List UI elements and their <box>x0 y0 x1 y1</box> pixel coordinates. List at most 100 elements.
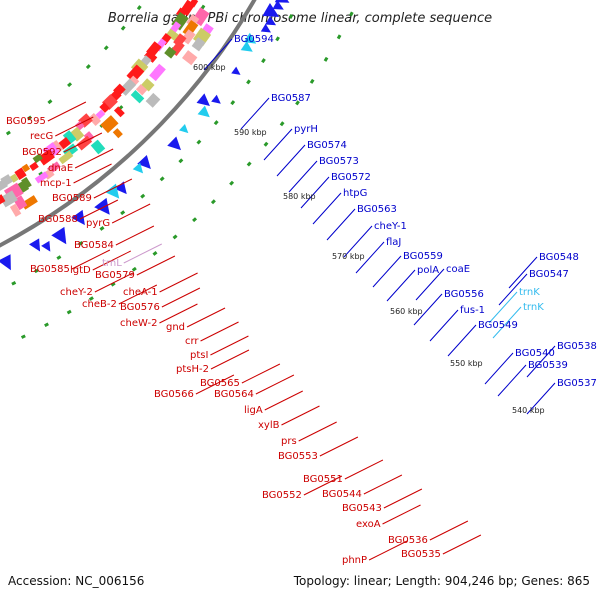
gene-label[interactable]: cheB-2 <box>82 299 117 310</box>
forward-feature <box>130 89 145 104</box>
gene-label[interactable]: phnP <box>342 555 367 566</box>
forward-feature <box>34 171 49 184</box>
gene-label[interactable]: BG0539 <box>528 360 568 371</box>
leader-line <box>159 272 198 293</box>
gene-label[interactable]: fus-1 <box>460 305 485 316</box>
gene-label[interactable]: crr <box>185 336 199 347</box>
tick-label: 600 kbp <box>193 63 226 72</box>
leader-line <box>210 349 250 370</box>
gene-label[interactable]: BG0565 <box>200 378 240 389</box>
gene-label[interactable]: BG0551 <box>303 474 343 485</box>
gene-label[interactable]: BG0556 <box>444 289 484 300</box>
gene-label[interactable]: ptsI <box>190 350 208 361</box>
reverse-feature <box>137 155 151 170</box>
forward-feature <box>51 140 64 153</box>
leader-line <box>263 128 293 161</box>
gene-label[interactable]: BG0588 <box>38 214 78 225</box>
gene-label[interactable]: BG0537 <box>557 378 597 389</box>
gene-label[interactable]: cheY-2 <box>60 287 93 298</box>
gene-label[interactable]: BG0552 <box>262 490 302 501</box>
gene-label[interactable]: BG0587 <box>271 93 311 104</box>
leader-line <box>55 116 94 137</box>
reverse-feature <box>51 226 67 245</box>
reverse-feature <box>265 16 277 26</box>
forward-feature <box>181 50 198 66</box>
gene-label[interactable]: BG0544 <box>322 489 362 500</box>
leader-line <box>343 225 373 258</box>
gene-label[interactable]: BG0579 <box>95 270 135 281</box>
gene-label[interactable]: BG0559 <box>403 251 443 262</box>
gene-label[interactable]: BG0592 <box>22 147 62 158</box>
gene-label[interactable]: cheY-1 <box>374 221 407 232</box>
gene-label[interactable]: pyrH <box>294 124 318 135</box>
gene-label[interactable]: flaJ <box>386 237 401 248</box>
gene-label[interactable]: cheW-2 <box>120 318 157 329</box>
gene-label[interactable]: BG0548 <box>539 252 579 263</box>
gene-label[interactable]: recG <box>30 131 53 142</box>
forward-feature <box>164 46 177 59</box>
gene-label[interactable]: mcp-1 <box>40 178 72 189</box>
gene-label[interactable]: BG0543 <box>342 503 382 514</box>
forward-feature <box>145 92 161 108</box>
rna-label[interactable]: trnK <box>519 287 540 298</box>
reverse-feature <box>196 93 210 107</box>
gene-label[interactable]: BG0563 <box>357 204 397 215</box>
gene-label[interactable]: BG0576 <box>120 302 160 313</box>
gene-label[interactable]: BG0564 <box>214 389 254 400</box>
gene-label[interactable]: BG0594 <box>234 34 274 45</box>
gene-label[interactable]: lgtD <box>70 265 91 276</box>
leader-line <box>497 364 527 397</box>
gene-label[interactable]: ptsH-2 <box>176 364 209 375</box>
leader-line <box>372 255 402 288</box>
reverse-feature <box>272 0 284 10</box>
guide-ring <box>0 0 210 202</box>
forward-feature <box>112 128 123 139</box>
leader-line <box>63 132 103 153</box>
gene-label[interactable]: coaE <box>446 264 470 275</box>
gene-label[interactable]: BG0566 <box>154 389 194 400</box>
gene-label[interactable]: BG0547 <box>529 269 569 280</box>
topology-summary: Topology: linear; Length: 904,246 bp; Ge… <box>293 574 590 588</box>
forward-feature <box>69 126 85 142</box>
forward-feature <box>99 102 110 113</box>
forward-feature <box>0 179 8 193</box>
gene-label[interactable]: BG0536 <box>388 535 428 546</box>
reverse-feature <box>0 254 11 271</box>
gene-label[interactable]: BG0585 <box>30 264 70 275</box>
gene-label[interactable]: BG0538 <box>557 341 597 352</box>
leader-line <box>111 203 151 224</box>
gene-label[interactable]: BG0589 <box>52 193 92 204</box>
gene-label[interactable]: pyrG <box>86 218 110 229</box>
gene-label[interactable]: BG0573 <box>319 156 359 167</box>
gene-label[interactable]: BG0574 <box>307 140 347 151</box>
gene-label[interactable]: xylB <box>258 420 280 431</box>
leader-line <box>383 488 423 509</box>
gene-label[interactable]: cheA-1 <box>123 287 158 298</box>
leader-line <box>429 309 459 342</box>
gene-label[interactable]: BG0553 <box>278 451 318 462</box>
gene-label[interactable]: dnaE <box>48 163 73 174</box>
gene-label[interactable]: htpG <box>343 188 367 199</box>
leader-line <box>508 256 538 289</box>
gene-label[interactable]: ligA <box>244 405 263 416</box>
gene-label[interactable]: BG0540 <box>515 348 555 359</box>
gene-label[interactable]: polA <box>417 265 439 276</box>
gene-label[interactable]: gnd <box>166 322 185 333</box>
leader-line <box>161 287 201 308</box>
leader-line <box>326 208 356 241</box>
gene-label[interactable]: BG0549 <box>478 320 518 331</box>
forward-feature <box>181 29 196 45</box>
leader-line <box>159 303 198 324</box>
forward-feature <box>88 112 102 126</box>
rna-label[interactable]: trnK <box>523 302 544 313</box>
gene-label[interactable]: prs <box>281 436 297 447</box>
gene-label[interactable]: BG0595 <box>6 116 46 127</box>
leader-line <box>355 241 385 274</box>
gene-label[interactable]: BG0572 <box>331 172 371 183</box>
tick-label: 550 kbp <box>450 359 483 368</box>
rna-label[interactable]: trnL <box>102 258 122 269</box>
leader-line <box>413 293 443 326</box>
gene-label[interactable]: BG0535 <box>401 549 441 560</box>
gene-label[interactable]: exoA <box>356 519 381 530</box>
gene-label[interactable]: BG0584 <box>74 240 114 251</box>
